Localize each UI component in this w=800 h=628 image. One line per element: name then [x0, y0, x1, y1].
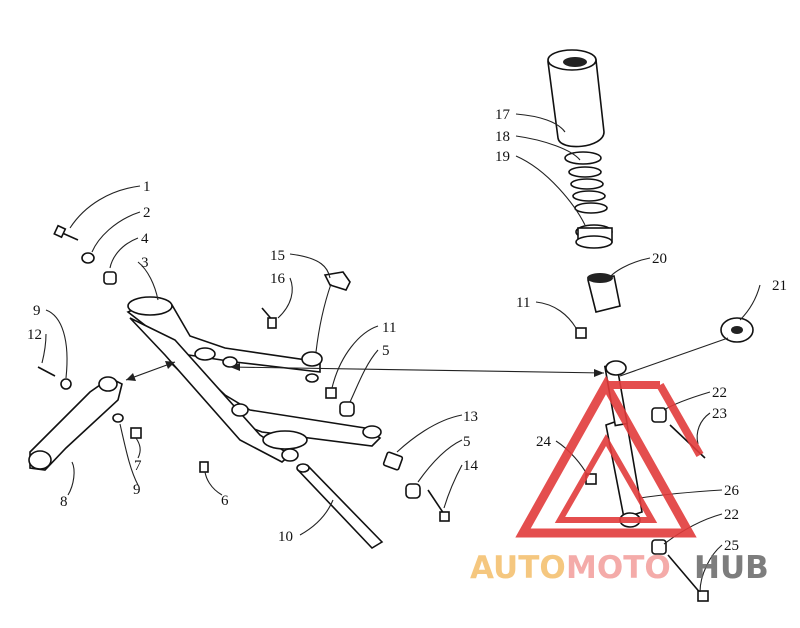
callout-9: 9 [33, 303, 41, 319]
callout-16: 16 [270, 271, 286, 287]
triangle-logo [515, 375, 704, 538]
callout-26: 26 [724, 483, 740, 499]
bolt-12 [37, 366, 56, 377]
leader-lines [41, 113, 761, 593]
callout-18: 18 [495, 129, 510, 145]
nut-7 [130, 427, 142, 439]
callout-22b: 22 [724, 507, 739, 523]
callout-15: 15 [270, 248, 285, 264]
callout-9b: 9 [133, 482, 141, 498]
callout-2: 2 [143, 205, 151, 221]
bushing-15 [323, 271, 351, 291]
watermark-auto: AUTO [470, 550, 566, 586]
pivot-shaft-10 [296, 463, 384, 550]
callout-5: 5 [382, 343, 390, 359]
callout-17: 17 [495, 107, 511, 123]
callout-10: 10 [278, 529, 293, 545]
a-arm [126, 296, 382, 463]
callout-11: 11 [382, 320, 396, 336]
grease-fitting-6 [199, 461, 209, 473]
callout-3: 3 [141, 255, 149, 271]
washer-9 [60, 378, 72, 390]
callout-4: 4 [141, 231, 149, 247]
callout-numbers: 1 2 4 3 9 12 7 9 8 6 15 16 11 5 13 5 14 … [27, 107, 787, 554]
bolt-14 [427, 489, 450, 522]
nut-11 [325, 387, 337, 399]
steering-arm-8 [28, 376, 123, 471]
bushing-5b [405, 483, 421, 499]
callout-23: 23 [712, 406, 727, 422]
callout-22: 22 [712, 385, 727, 401]
callout-20: 20 [652, 251, 667, 267]
watermark-moto: MOTO [566, 550, 671, 586]
callout-6: 6 [221, 493, 229, 509]
callout-19: 19 [495, 149, 510, 165]
watermark: AUTO MOTO HUB [470, 375, 769, 586]
callout-14: 14 [463, 458, 479, 474]
callout-7: 7 [134, 458, 142, 474]
spacer-13 [382, 451, 404, 471]
callout-13: 13 [463, 409, 478, 425]
callout-1: 1 [143, 179, 151, 195]
callout-21: 21 [772, 278, 787, 294]
callout-25: 25 [724, 538, 739, 554]
watermark-hub: HUB [694, 550, 769, 586]
bolt-1 [53, 224, 79, 241]
bushing-5 [339, 401, 355, 417]
callout-5b: 5 [463, 434, 471, 450]
callout-8: 8 [60, 494, 68, 510]
callout-12: 12 [27, 327, 42, 343]
callout-11b: 11 [516, 295, 530, 311]
washer-9b [112, 413, 124, 423]
bushing-4 [103, 271, 117, 285]
grease-zerk-16 [261, 307, 277, 329]
washer-2 [81, 252, 95, 264]
callout-24: 24 [536, 434, 552, 450]
